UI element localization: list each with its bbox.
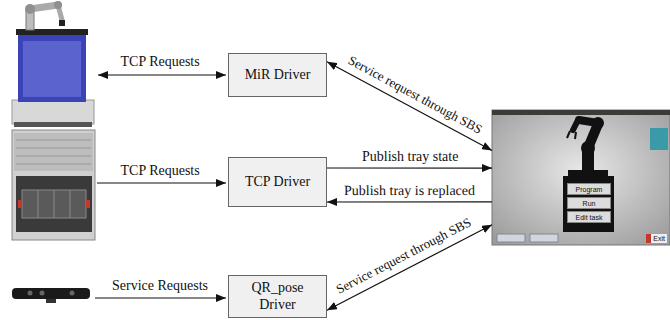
button-text: Run <box>583 200 596 207</box>
gui-screen: Exit ProgramRunEdit task <box>492 110 670 245</box>
edge-label: Service request through SBS <box>334 216 474 298</box>
exit-button-text: Exit <box>646 234 667 243</box>
mobile-robot <box>12 1 94 127</box>
node-text: MiR Driver <box>245 67 311 83</box>
link-label: TCP Requests <box>121 54 200 70</box>
button-text: Edit task <box>576 214 603 221</box>
depth-camera <box>12 288 90 303</box>
button-text: Program <box>576 186 603 193</box>
node-text: TCP Driver <box>245 174 310 190</box>
driver-box: QR_pose Driver <box>228 275 327 318</box>
gui-button: Run <box>567 197 611 209</box>
node-text: QR_pose Driver <box>243 280 313 312</box>
connector-arrow <box>327 62 492 151</box>
gui-button: Edit task <box>567 211 611 223</box>
device-link <box>98 74 226 75</box>
gui-button: Program <box>567 183 611 195</box>
device-link <box>95 297 226 298</box>
link-label: TCP Requests <box>121 163 200 179</box>
tray-machine <box>12 130 95 240</box>
connector-arrow <box>327 225 492 311</box>
device-link <box>97 182 226 183</box>
connector-arrow <box>327 201 492 202</box>
edge-label: Service request through SBS <box>346 53 485 137</box>
connector-arrow <box>327 167 492 168</box>
edge-label: Publish tray is replaced <box>344 183 475 199</box>
driver-box: TCP Driver <box>228 157 327 207</box>
edge-label: Publish tray state <box>361 149 457 165</box>
gui-screenshot <box>492 110 670 245</box>
link-label: Service Requests <box>112 278 208 294</box>
driver-box: MiR Driver <box>228 53 327 97</box>
